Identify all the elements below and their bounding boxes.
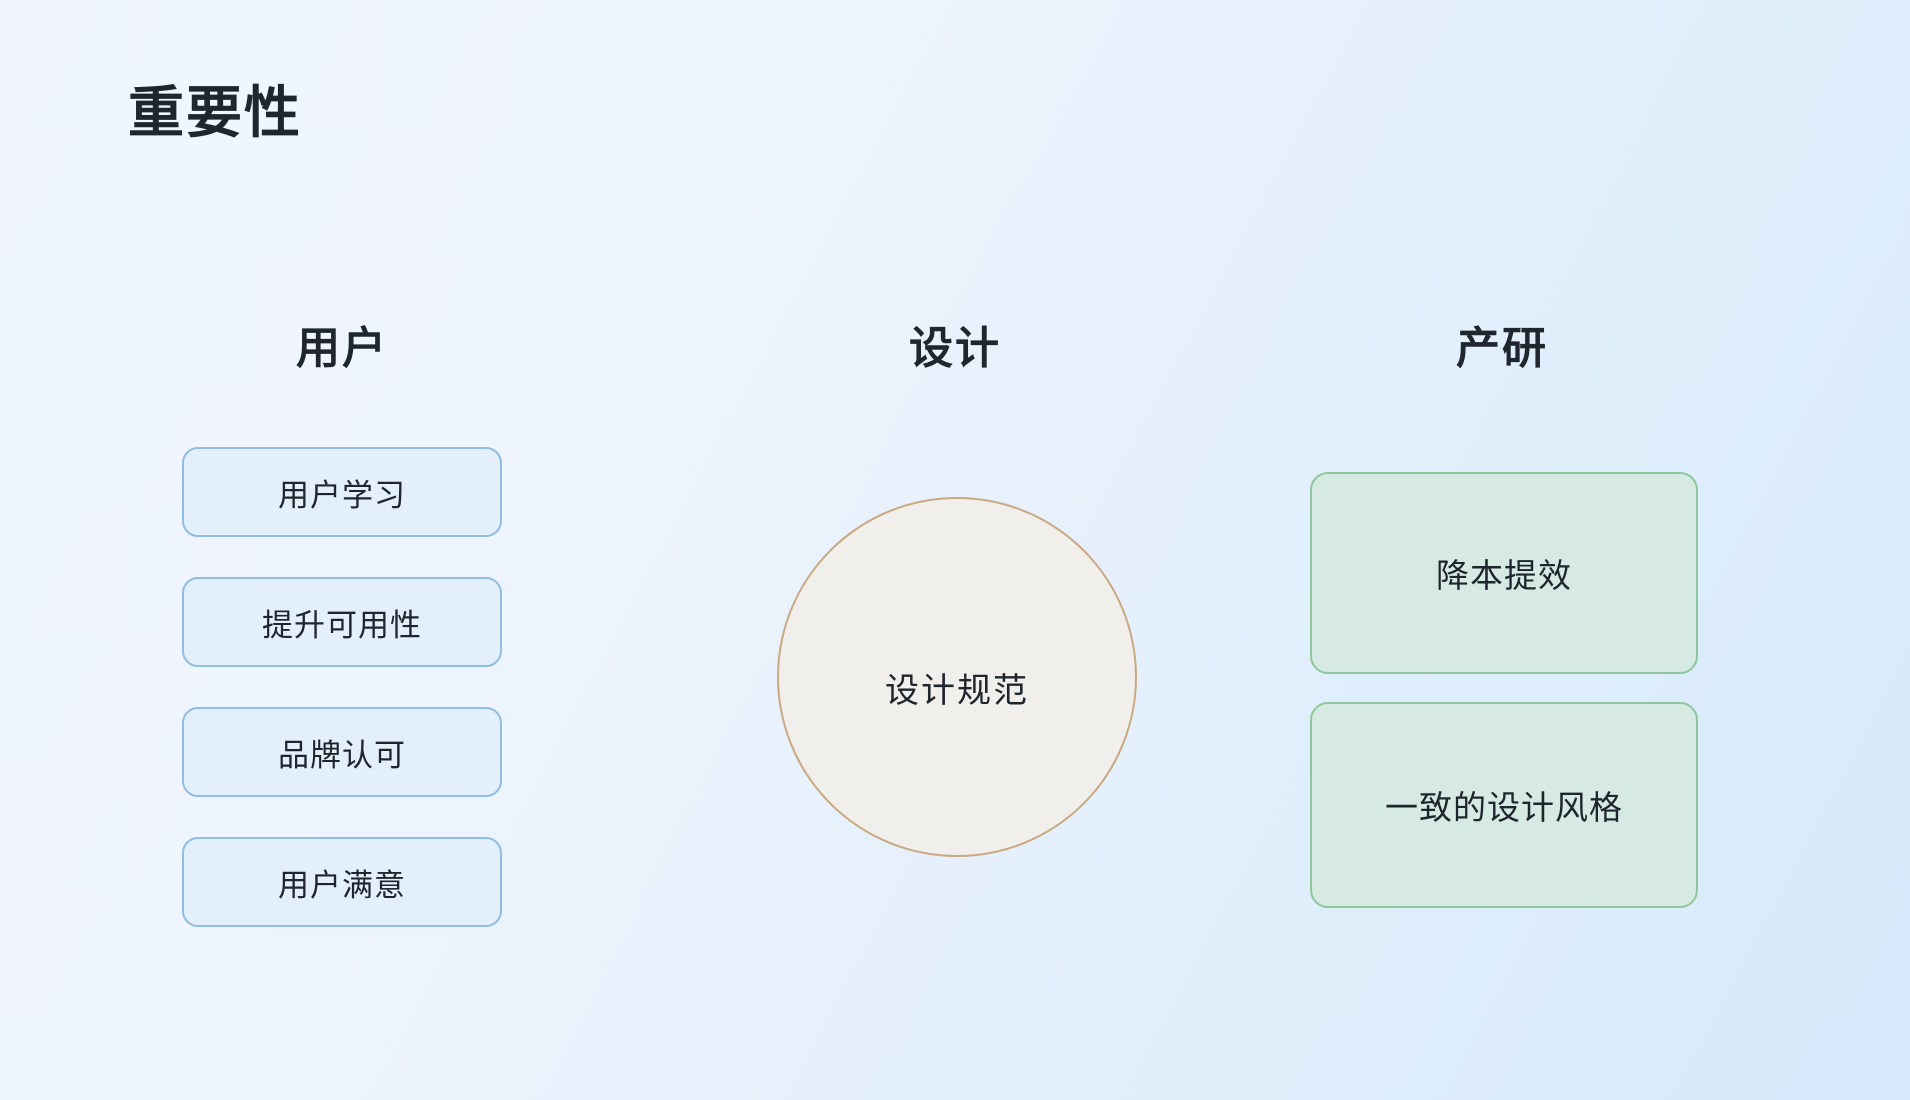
design-circle-label: 设计规范 <box>885 671 1029 710</box>
pill-label: 品牌认可 <box>278 737 406 773</box>
product-card-label: 降本提效 <box>1436 557 1572 594</box>
pill-label: 用户满意 <box>278 867 406 903</box>
pill-card[interactable]: 提升可用性 <box>182 577 502 667</box>
page-title: 重要性 <box>128 81 302 144</box>
user-column: 用户学习 提升可用性 品牌认可 用户满意 <box>182 447 502 927</box>
design-circle[interactable]: 设计规范 <box>777 497 1137 857</box>
pill-card[interactable]: 用户学习 <box>182 447 502 537</box>
column-heading-user: 用户 <box>296 324 388 373</box>
pill-card[interactable]: 用户满意 <box>182 837 502 927</box>
product-card[interactable]: 降本提效 <box>1310 472 1698 674</box>
pill-label: 提升可用性 <box>262 607 422 643</box>
product-column: 降本提效 一致的设计风格 <box>1310 472 1698 908</box>
pill-card[interactable]: 品牌认可 <box>182 707 502 797</box>
column-heading-product: 产研 <box>1456 324 1548 373</box>
column-heading-design: 设计 <box>909 324 1001 373</box>
pill-label: 用户学习 <box>278 477 406 513</box>
product-card-label: 一致的设计风格 <box>1385 789 1623 826</box>
product-card[interactable]: 一致的设计风格 <box>1310 702 1698 908</box>
